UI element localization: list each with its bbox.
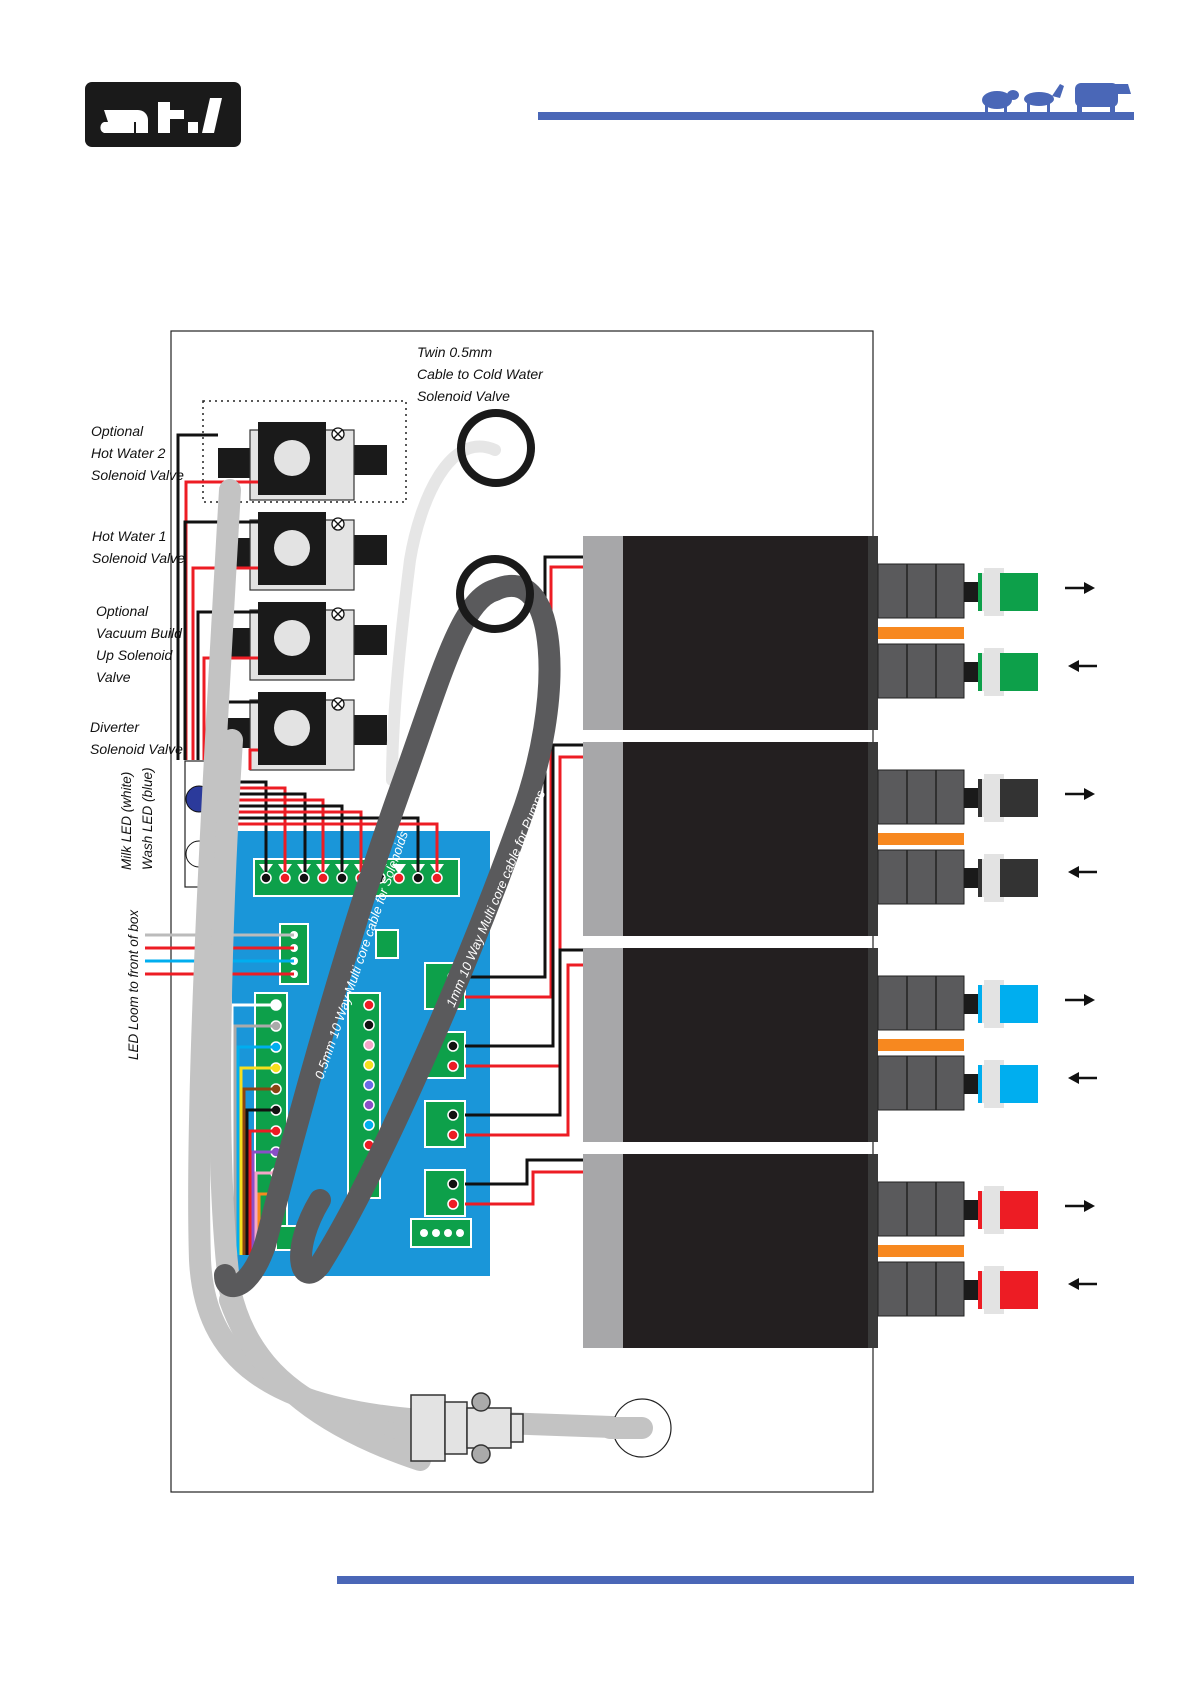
wire [226,810,363,872]
in-arrow-icon [1068,866,1097,878]
wire [236,1045,276,1255]
wire [465,743,585,1048]
terminal-pin [363,1079,375,1091]
pumps [583,536,1097,1348]
wire [226,822,439,872]
pump-connector-4 [424,1169,466,1217]
optional-valve-box [202,400,407,503]
label-led-loom: LED Loom to front of box [126,909,141,1060]
cold-water-cable [386,440,501,786]
wire [465,565,585,999]
out-arrow-icon [1065,582,1095,594]
wire [465,755,585,1068]
pump-1 [583,536,1097,730]
terminal-pin [447,1198,459,1210]
terminal-pin [447,1060,459,1072]
wire [226,804,344,872]
valve-screw-icon [331,517,345,531]
wire [239,1066,276,1255]
terminal-pin [456,1229,464,1237]
header [85,82,1134,147]
pump-cable-ring [456,555,534,633]
terminal-pin [363,1119,375,1131]
wire [245,1108,276,1255]
pump-4 [583,1154,1097,1348]
label-hot-water-1: Hot Water 1 Solenoid Valve [92,528,185,566]
out-arrow-icon [1065,1200,1095,1212]
terminal-pin [363,1059,375,1071]
wire [196,610,258,760]
wire [226,792,307,872]
label-milk-led: Milk LED (white) [119,772,134,870]
wire [254,1171,276,1255]
wire [226,786,287,872]
valve-screw-icon [331,427,345,441]
footer-accent-bar [337,1576,1134,1584]
in-arrow-icon [1068,1278,1097,1290]
wire [233,1024,276,1255]
solenoid-valve-1 [218,422,387,501]
atl-logo [85,82,241,147]
pump-cable [290,574,561,1284]
label-cold-water-cable: Twin 0.5mm Cable to Cold Water Solenoid … [417,344,547,404]
main-grey-cable-3 [219,1289,431,1471]
cold-water-ring [457,409,535,487]
solenoid-valve-4 [218,692,387,771]
small-connector [375,929,399,959]
orange-link [878,627,964,639]
in-arrow-icon [1068,1072,1097,1084]
terminal-pin [432,1229,440,1237]
out-arrow-icon [1065,788,1095,800]
header-accent-bar [538,112,1134,120]
wire [465,1158,585,1186]
top-terminals [259,864,444,884]
out-arrow-icon [1065,994,1095,1006]
in-arrow-icon [1068,660,1097,672]
terminal-pin [447,1129,459,1141]
wire [242,1087,276,1255]
terminal-pin [363,999,375,1011]
label-wash-led: Wash LED (blue) [140,767,155,870]
solenoid-valves [218,422,387,771]
terminal-pin [447,1040,459,1052]
label-hot-water-2: Optional Hot Water 2 Solenoid Valve [91,423,184,483]
wire [248,1129,276,1255]
pump-connector-3 [424,1100,466,1148]
wire [226,798,325,872]
valve-screw-icon [331,607,345,621]
terminal-pin [420,1229,428,1237]
terminal-pin [363,1099,375,1111]
wire [202,656,258,760]
orange-link [878,833,964,845]
cables [188,409,672,1471]
terminal-pin [447,1109,459,1121]
cable-gland [410,1392,524,1464]
sheep-icon [982,90,1019,114]
wire [176,433,218,760]
wire [465,1170,585,1206]
pump-3 [583,948,1097,1142]
terminal-pin [444,1229,452,1237]
wire [251,1150,276,1255]
terminal-pin [363,1039,375,1051]
wire [465,963,585,1137]
terminal-pin [363,1019,375,1031]
terminal-pin [392,864,406,874]
solenoid-cable [214,579,506,1298]
terminal-pin [447,1178,459,1190]
orange-link [878,1245,964,1257]
label-diverter: Diverter Solenoid Valve [90,719,183,757]
valve-screw-icon [331,697,345,711]
solenoid-valve-2 [218,512,387,591]
pump-2 [583,742,1097,936]
wire [248,748,258,770]
cow-icon [1075,83,1131,115]
label-vacuum-build-up: Optional Vacuum Build Up Solenoid Valve [96,603,186,685]
solenoid-valve-3 [218,602,387,681]
wire [226,816,420,872]
goat-icon [1024,84,1064,114]
wire [465,948,585,1117]
orange-link [878,1039,964,1051]
